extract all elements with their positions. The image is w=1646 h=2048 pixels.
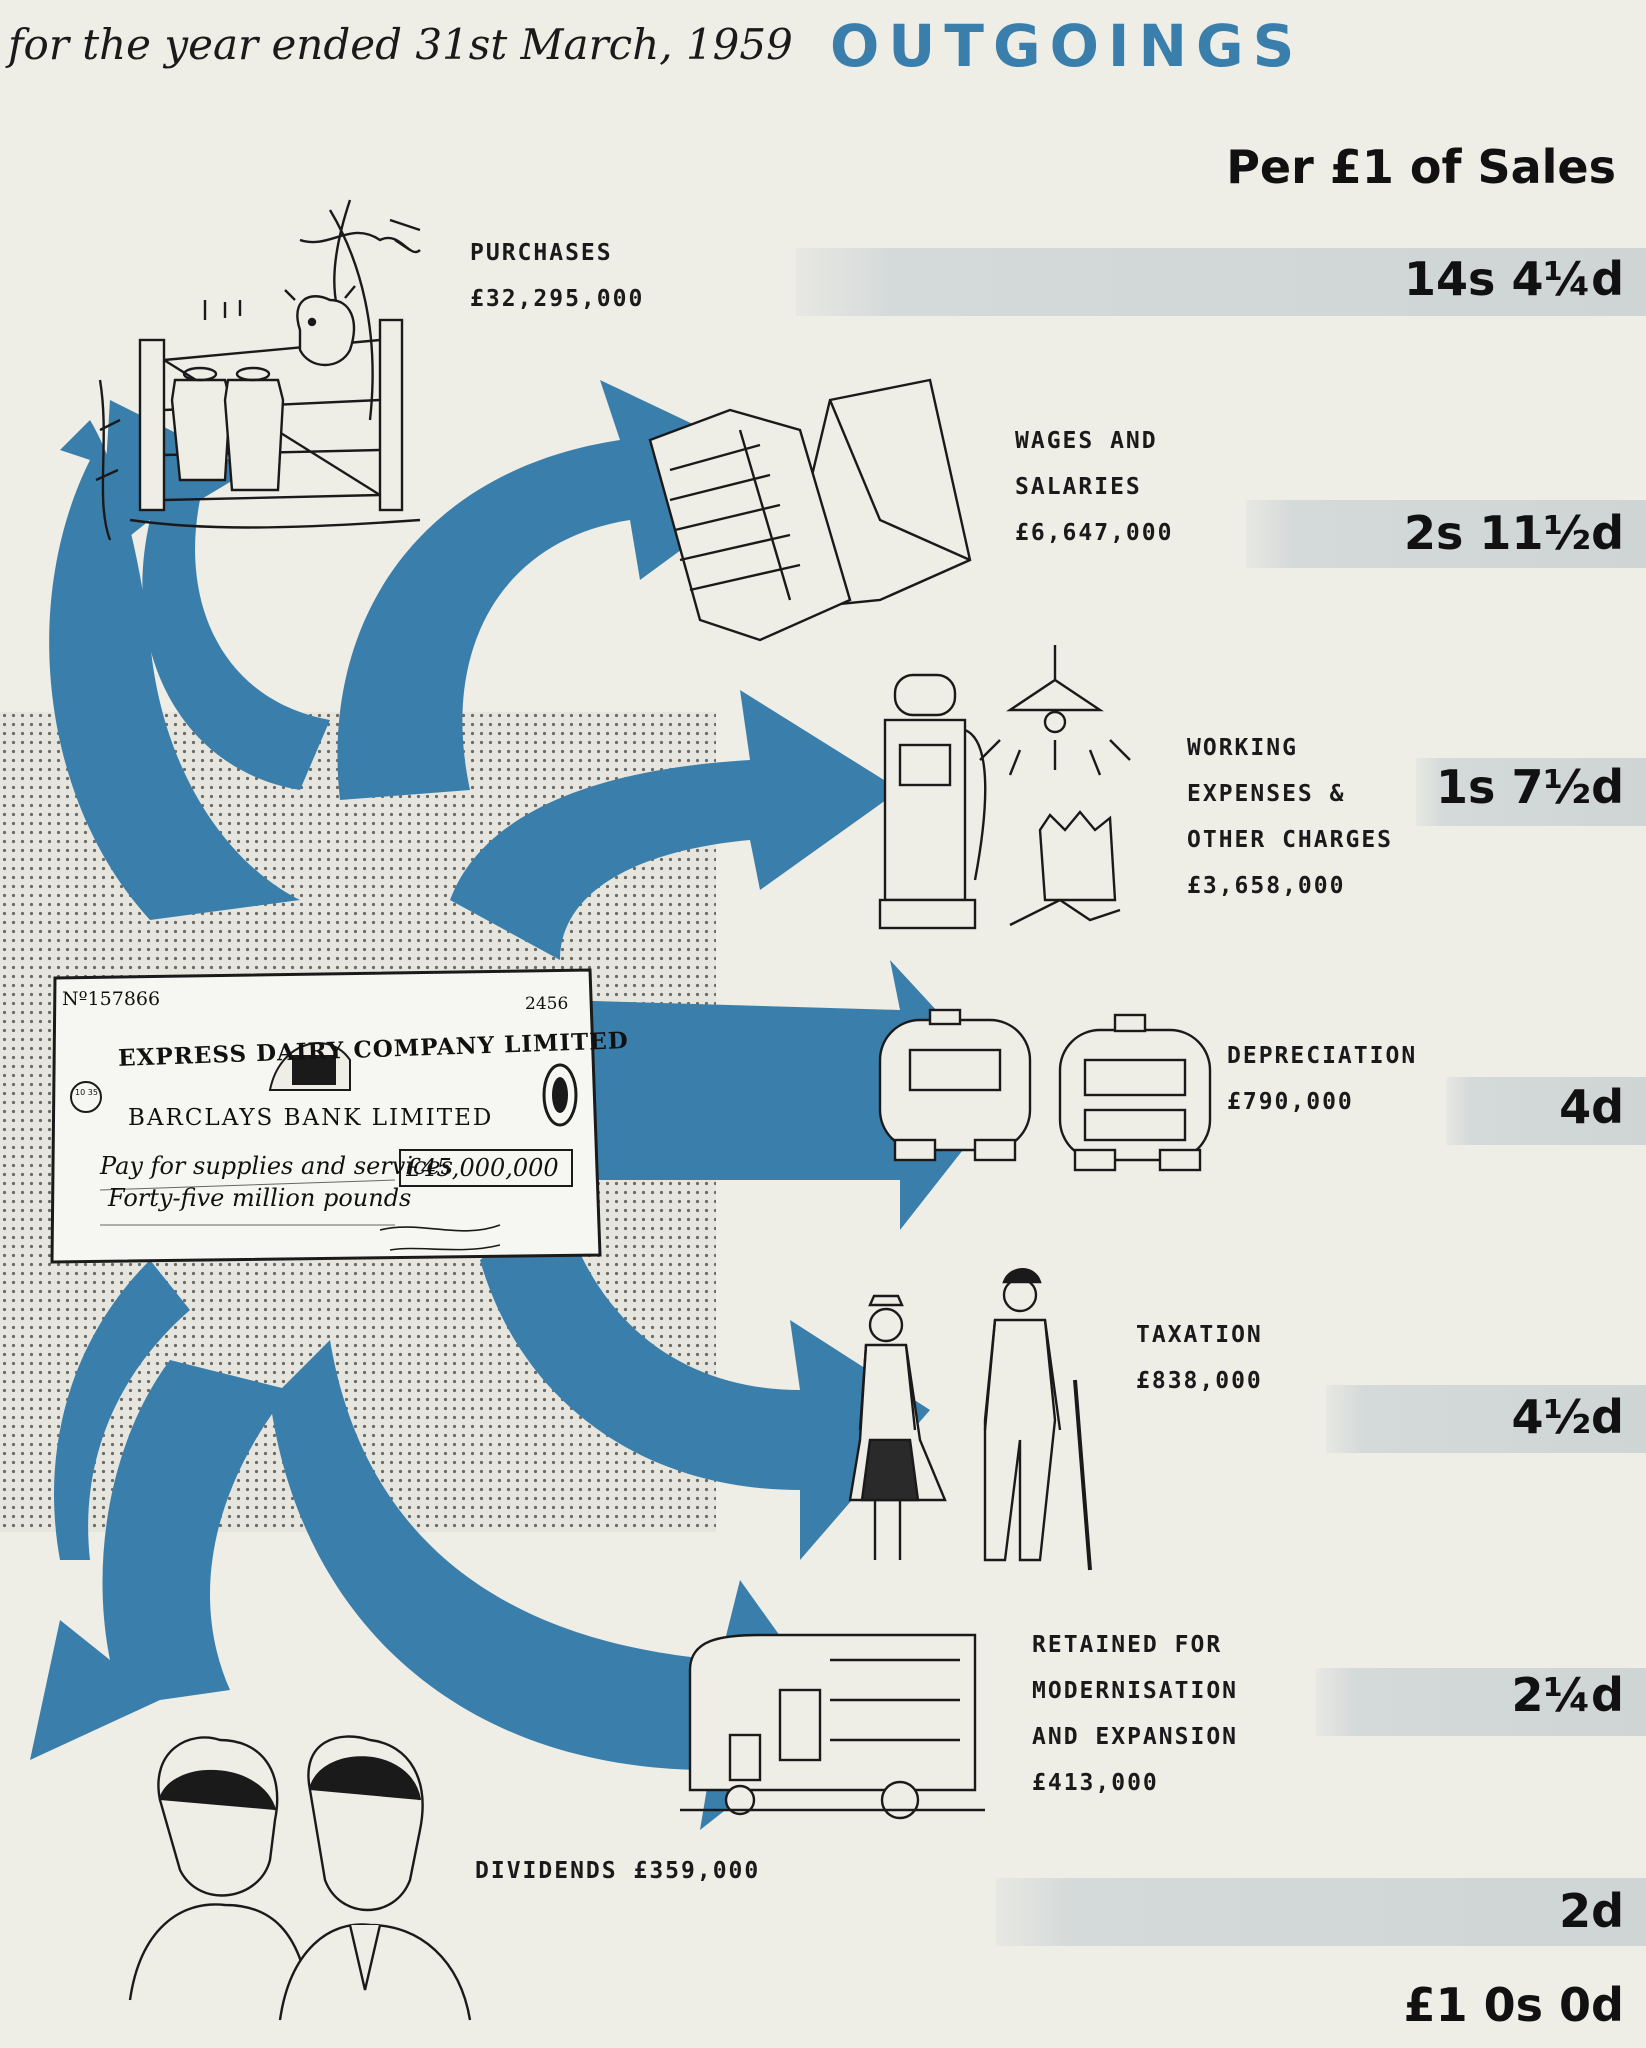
label-line: PURCHASES — [470, 240, 613, 266]
amount-dividends: 2d — [1559, 1884, 1624, 1938]
cheque-code: 2456 — [525, 994, 569, 1014]
label-line: £32,295,000 — [470, 286, 645, 312]
page-title: OUTGOINGS — [830, 12, 1304, 80]
band-wages — [1246, 500, 1646, 568]
label-depreciation: DEPRECIATION £790,000 — [1227, 1033, 1417, 1125]
label-line: £6,647,000 — [1015, 520, 1174, 546]
label-line: £790,000 — [1227, 1089, 1354, 1115]
label-taxation: TAXATION £838,000 — [1136, 1312, 1263, 1404]
cheque-words-line: Forty-five million pounds — [108, 1184, 412, 1212]
label-wages: WAGES AND SALARIES £6,647,000 — [1015, 418, 1173, 556]
cheque-amount: £45,000,000 — [406, 1154, 559, 1182]
label-line: WAGES AND — [1015, 428, 1158, 454]
per-pound-heading: Per £1 of Sales — [1226, 140, 1616, 194]
amount-taxation: 4½d — [1511, 1390, 1624, 1444]
amount-wages: 2s 11½d — [1404, 506, 1624, 560]
cheque-sort-code: 10 35 — [75, 1088, 98, 1097]
arrow-to-dividends — [30, 1360, 290, 1760]
cheque-pay-line: Pay for supplies and services — [100, 1152, 453, 1180]
band-dividends — [996, 1878, 1646, 1946]
arrow-lower-left — [54, 1260, 190, 1560]
label-line: SALARIES — [1015, 474, 1142, 500]
wages-envelope-icon — [648, 378, 972, 642]
delivery-van-icon — [680, 1633, 985, 1820]
arrow-to-taxation — [480, 1200, 930, 1560]
band-depreciation — [1446, 1077, 1646, 1145]
label-retained: RETAINED FOR MODERNISATION AND EXPANSION… — [1032, 1622, 1238, 1806]
arrow-to-working-expenses — [450, 690, 900, 960]
label-line: OTHER CHARGES — [1187, 827, 1394, 853]
petrol-pump-lamp-icon — [878, 645, 1131, 930]
amount-working-expenses: 1s 7½d — [1436, 760, 1624, 814]
amount-depreciation: 4d — [1559, 1080, 1624, 1134]
cheque — [50, 968, 602, 1264]
band-retained — [1316, 1668, 1646, 1736]
label-line: £3,658,000 — [1187, 873, 1346, 899]
cheque-number: Nº157866 — [62, 988, 161, 1010]
label-line: £413,000 — [1032, 1770, 1159, 1796]
label-line: DIVIDENDS £359,000 — [475, 1858, 761, 1884]
band-purchases — [796, 248, 1646, 316]
label-line: WORKING — [1187, 735, 1298, 761]
label-dividends: DIVIDENDS £359,000 — [475, 1848, 760, 1894]
shareholders-portrait-icon — [128, 1735, 472, 2021]
label-line: AND EXPANSION — [1032, 1724, 1239, 1750]
label-line: TAXATION — [1136, 1322, 1263, 1348]
label-purchases: PURCHASES £32,295,000 — [470, 230, 644, 322]
cheque-bank: BARCLAYS BANK LIMITED — [128, 1105, 494, 1131]
milk-tanker-lorry-icon — [878, 1008, 1212, 1172]
milk-churn-gate-cow-icon — [95, 199, 421, 541]
arrow-left-curve — [49, 420, 301, 920]
label-line: RETAINED FOR — [1032, 1632, 1223, 1658]
amount-purchases: 14s 4¼d — [1404, 252, 1624, 306]
label-line: MODERNISATION — [1032, 1678, 1239, 1704]
label-line: £838,000 — [1136, 1368, 1263, 1394]
label-line: EXPENSES & — [1187, 781, 1346, 807]
label-working-expenses: WORKING EXPENSES & OTHER CHARGES £3,658,… — [1187, 725, 1393, 909]
period-subtitle: for the year ended 31st March, 1959 — [8, 20, 793, 69]
nurse-soldier-icon — [848, 1268, 1092, 1571]
band-working-expenses — [1416, 758, 1646, 826]
total-per-pound: £1 0s 0d — [1403, 1978, 1624, 2032]
amount-retained: 2¼d — [1511, 1668, 1624, 1722]
label-line: DEPRECIATION — [1227, 1043, 1418, 1069]
band-taxation — [1326, 1385, 1646, 1453]
